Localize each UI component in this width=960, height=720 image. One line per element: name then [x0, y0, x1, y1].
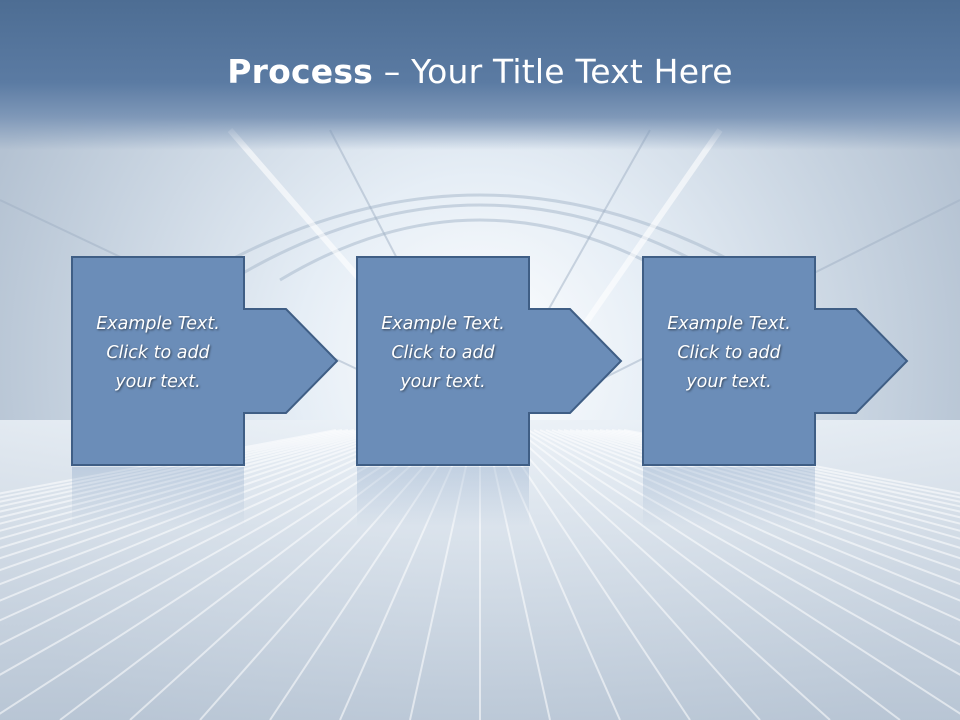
floor-ray — [605, 429, 960, 508]
step-2-text[interactable]: Example Text. Click to add your text. — [357, 310, 529, 397]
title-bar — [0, 0, 960, 150]
title-rest-text: – Your Title Text Here — [373, 52, 733, 91]
step-3-line-3: your text. — [686, 372, 772, 392]
floor-ray — [0, 429, 409, 586]
floor-ray — [0, 429, 433, 676]
floor-ray — [521, 429, 960, 715]
step-1-line-1: Example Text. — [96, 314, 220, 334]
floor-ray — [515, 429, 901, 720]
step-2-line-2: Click to add — [391, 343, 495, 363]
title-bold-text: Process — [227, 52, 374, 91]
step-1-shape[interactable] — [71, 256, 339, 527]
floor-ray — [509, 429, 831, 720]
floor-ray — [0, 429, 421, 622]
step-2-shape[interactable] — [356, 256, 623, 527]
step-2-line-3: your text. — [400, 372, 486, 392]
step-3-line-1: Example Text. — [667, 314, 791, 334]
floor-ray — [497, 429, 691, 720]
step-1-line-3: your text. — [115, 372, 201, 392]
step-3-line-2: Click to add — [677, 343, 781, 363]
floor-ray — [611, 429, 960, 503]
step-3-shape[interactable] — [642, 256, 909, 527]
floor-ray — [623, 429, 960, 495]
floor-ray — [617, 429, 960, 499]
floor-ray — [533, 429, 960, 646]
floor-ray — [503, 429, 761, 720]
floor-ray — [527, 429, 960, 676]
floor-ray — [0, 429, 415, 602]
step-2-line-1: Example Text. — [381, 314, 505, 334]
step-1-text[interactable]: Example Text. Click to add your text. — [72, 310, 244, 397]
step-3-text[interactable]: Example Text. Click to add your text. — [643, 310, 815, 397]
floor-ray — [0, 429, 403, 572]
slide-title[interactable]: Process – Your Title Text Here — [0, 52, 960, 91]
floor-ray — [0, 429, 397, 560]
floor-ray — [0, 429, 427, 646]
step-1-line-2: Click to add — [106, 343, 210, 363]
